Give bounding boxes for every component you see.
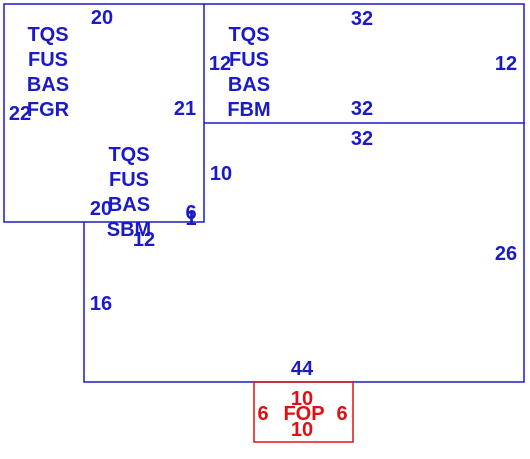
lower-section-outline bbox=[83, 123, 525, 383]
area-label: FUS bbox=[28, 49, 68, 71]
dimension-label: 32 bbox=[351, 128, 373, 150]
porch-outline bbox=[253, 381, 354, 443]
area-label: FBM bbox=[227, 99, 270, 121]
dimension-label: 10 bbox=[291, 388, 313, 410]
area-label: BAS bbox=[108, 194, 150, 216]
dimension-label: 12 bbox=[209, 53, 231, 75]
upper-left-area-labels: TQS FUS BAS FGR bbox=[27, 24, 70, 121]
area-label: BAS bbox=[27, 74, 69, 96]
dimension-label: 22 bbox=[9, 103, 31, 125]
dimension-label: 6 bbox=[185, 202, 196, 224]
porch-labels: FOP 10 10 6 6 bbox=[257, 388, 347, 441]
lower-dimensions: 32 10 20 12 6 1 16 26 44 bbox=[90, 128, 517, 380]
porch-label: FOP bbox=[283, 403, 324, 425]
dimension-label: 16 bbox=[90, 293, 112, 315]
upper-right-wing-outline bbox=[204, 3, 525, 124]
dimension-label: 1 bbox=[185, 208, 196, 230]
upper-right-dimensions: 32 12 12 32 bbox=[209, 8, 517, 120]
upper-right-area-labels: TQS FUS BAS FBM bbox=[227, 24, 270, 121]
dimension-label: 10 bbox=[210, 163, 232, 185]
area-label: BAS bbox=[228, 74, 270, 96]
structure-outline bbox=[3, 3, 525, 443]
area-label: FUS bbox=[109, 169, 149, 191]
dimension-label: 10 bbox=[291, 419, 313, 441]
dimension-label: 20 bbox=[90, 198, 112, 220]
area-label: TQS bbox=[27, 24, 68, 46]
dimension-label: 32 bbox=[351, 8, 373, 30]
dimension-label: 26 bbox=[495, 243, 517, 265]
upper-left-dimensions: 20 22 21 bbox=[9, 7, 196, 125]
dimension-label: 6 bbox=[257, 403, 268, 425]
upper-left-wing-outline bbox=[3, 3, 205, 223]
dimension-label: 21 bbox=[174, 98, 196, 120]
area-label: TQS bbox=[228, 24, 269, 46]
area-label: TQS bbox=[108, 144, 149, 166]
dimension-label: 44 bbox=[291, 358, 314, 380]
area-label: FGR bbox=[27, 99, 70, 121]
dimension-label: 6 bbox=[336, 403, 347, 425]
dimension-label: 12 bbox=[495, 53, 517, 75]
area-label: SBM bbox=[107, 219, 151, 241]
dimension-label: 12 bbox=[133, 229, 155, 251]
lower-area-labels: TQS FUS BAS SBM bbox=[107, 144, 151, 241]
area-label: FUS bbox=[229, 49, 269, 71]
dimension-label: 20 bbox=[91, 7, 113, 29]
dimension-label: 32 bbox=[351, 98, 373, 120]
